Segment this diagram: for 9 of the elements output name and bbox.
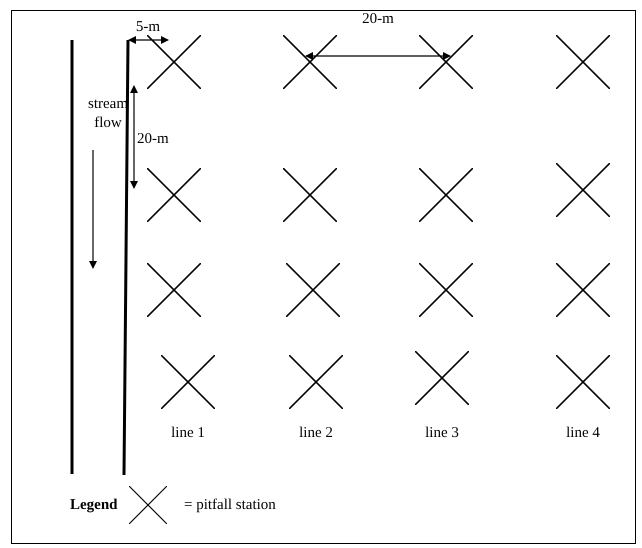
legend-text: = pitfall station [184, 496, 276, 515]
label: 20-m [361, 10, 395, 29]
label: line 1 [170, 424, 206, 443]
label: 5-m [134, 18, 162, 37]
label: line 2 [298, 424, 334, 443]
label: line 4 [565, 424, 601, 443]
legend-heading: Legend [70, 496, 119, 515]
label: 20-m [137, 130, 170, 149]
label: line 3 [424, 424, 460, 443]
